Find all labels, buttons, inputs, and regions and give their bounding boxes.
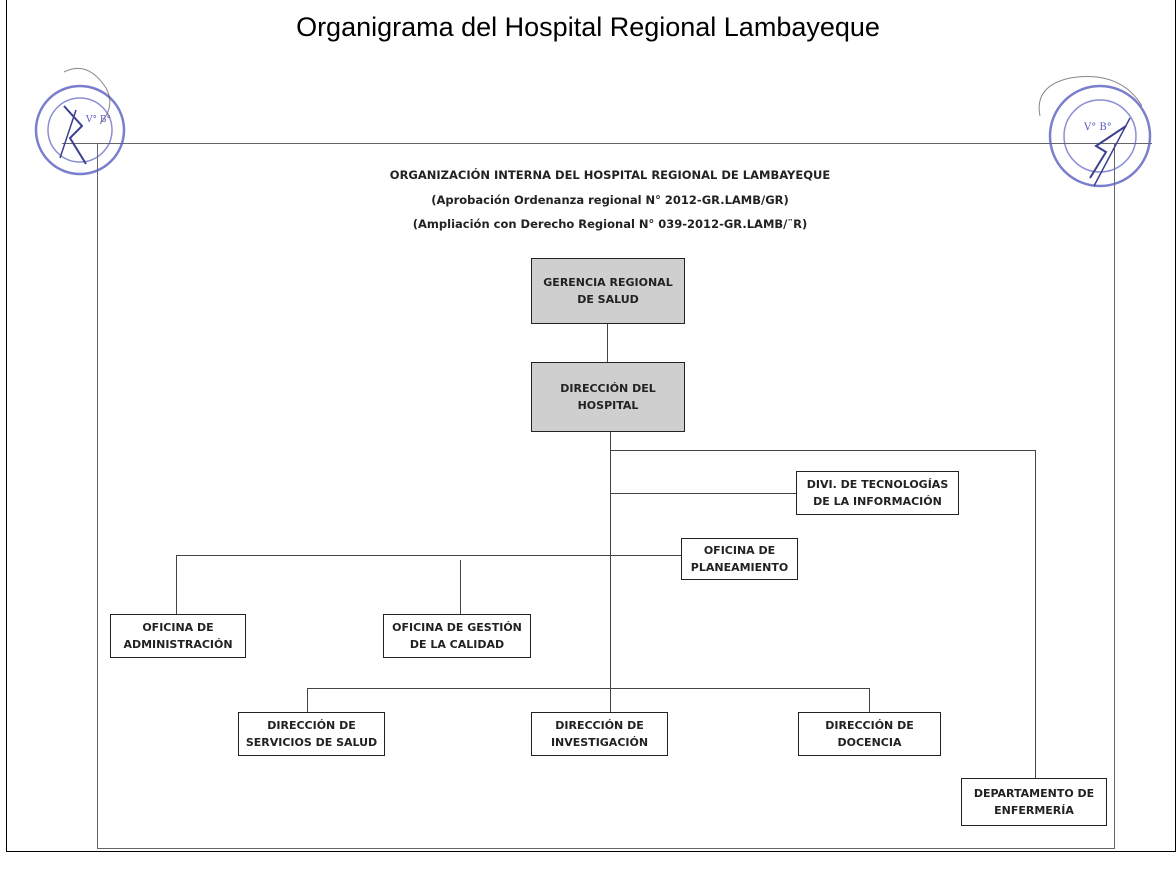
stamp-left-seal: V° B°	[34, 68, 126, 176]
connector-enfermeria-horizontal	[610, 450, 1036, 451]
connector-administracion	[176, 555, 177, 614]
header-line-2: (Aprobación Ordenanza regional N° 2012-G…	[431, 192, 789, 207]
node-divi-tecnologias: DIVI. DE TECNOLOGÍAS DE LA INFORMACIÓN	[796, 471, 959, 515]
chart-frame	[97, 143, 1115, 849]
connector-main-trunk	[610, 432, 611, 688]
chart-header: ORGANIZACIÓN INTERNA DEL HOSPITAL REGION…	[270, 163, 950, 237]
node-direccion-investigacion: DIRECCIÓN DE INVESTIGACIÓN	[531, 712, 668, 756]
node-direccion-hospital: DIRECCIÓN DEL HOSPITAL	[531, 362, 685, 432]
header-line-1: ORGANIZACIÓN INTERNA DEL HOSPITAL REGION…	[389, 168, 831, 182]
connector-docencia	[869, 688, 870, 712]
connector-gerencia-direccion	[607, 324, 608, 362]
node-oficina-gestion-calidad: OFICINA DE GESTIÓN DE LA CALIDAD	[383, 614, 531, 658]
stamp-left-mark: V° B°	[85, 115, 111, 125]
connector-tecnologias	[610, 493, 796, 494]
node-departamento-enfermeria: DEPARTAMENTO DE ENFERMERÍA	[961, 778, 1107, 826]
node-oficina-administracion: OFICINA DE ADMINISTRACIÓN	[110, 614, 246, 658]
node-direccion-docencia: DIRECCIÓN DE DOCENCIA	[798, 712, 941, 756]
connector-enfermeria-vertical	[1035, 450, 1036, 778]
node-oficina-planeamiento: OFICINA DE PLANEAMIENTO	[681, 538, 798, 580]
node-gerencia-regional-salud: GERENCIA REGIONAL DE SALUD	[531, 258, 685, 324]
connector-calidad	[460, 560, 461, 614]
header-line-3: (Ampliación con Derecho Regional N° 039-…	[412, 217, 808, 231]
stamp-right-seal: V° B°	[1038, 76, 1152, 188]
page-title: Organigrama del Hospital Regional Lambay…	[296, 12, 880, 42]
connector-investigacion	[610, 688, 611, 712]
stamp-right-mark: V° B°	[1083, 122, 1112, 133]
connector-servicios	[307, 688, 308, 712]
connector-planeamiento	[176, 555, 681, 556]
connector-direcciones-horizontal	[307, 688, 870, 689]
page-bottom-margin	[0, 852, 1176, 870]
node-direccion-servicios-salud: DIRECCIÓN DE SERVICIOS DE SALUD	[238, 712, 385, 756]
